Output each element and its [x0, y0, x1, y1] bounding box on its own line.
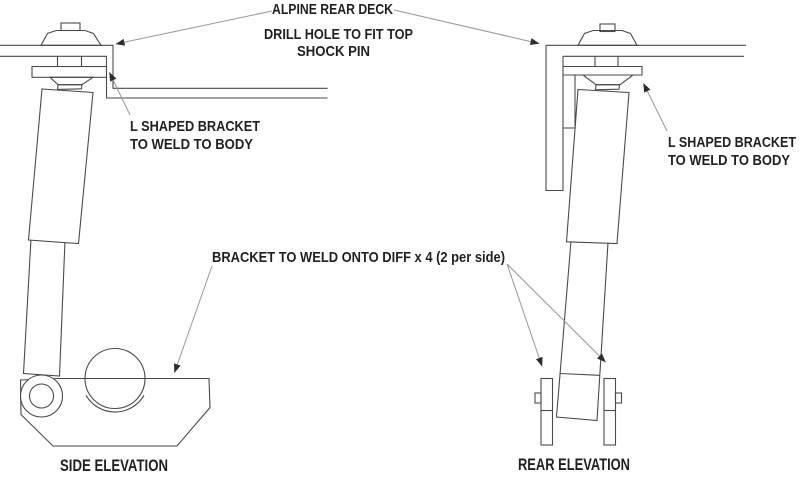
leader-l-bracket-right — [643, 83, 668, 132]
top-shock-pin — [60, 22, 81, 32]
leader-l-bracket-left — [109, 72, 131, 116]
diff-tube-seat-arc — [85, 395, 145, 413]
annotations: ALPINE REAR DECK DRILL HOLE TO FIT TOP S… — [109, 1, 796, 373]
leader-deck-left — [115, 10, 273, 46]
top-mount-bushing — [40, 29, 103, 46]
washer-stack — [594, 56, 619, 67]
diff-bracket-plate-left — [540, 377, 554, 446]
l-bracket-vertical-plate — [545, 45, 564, 192]
rear-elevation-title: REAR ELEVATION — [518, 455, 630, 474]
mount-flange-plate — [31, 65, 108, 78]
shock-rod — [22, 238, 66, 377]
diff-bracket-plate-right — [603, 377, 617, 446]
rear-elevation-view: REAR ELEVATION — [518, 23, 746, 474]
top-shock-pin — [599, 23, 616, 33]
shock-lower-tube — [555, 240, 609, 422]
label-l-bracket-right-line1: L SHAPED BRACKET — [668, 134, 796, 151]
diff-tube-circle — [84, 347, 146, 410]
l-bracket-gusset — [563, 75, 576, 129]
lower-bushing — [581, 74, 635, 86]
leader-diff-bracket-rear-right — [506, 263, 606, 363]
label-l-bracket-left-line1: L SHAPED BRACKET — [130, 118, 260, 135]
side-elevation-title: SIDE ELEVATION — [60, 456, 168, 475]
leader-deck-right — [393, 9, 540, 45]
leader-diff-bracket-side — [174, 265, 213, 373]
label-l-bracket-right-line2: TO WELD TO BODY — [668, 152, 790, 169]
label-diff-bracket: BRACKET TO WELD ONTO DIFF x 4 (2 per sid… — [212, 249, 505, 266]
l-bracket-horizontal-plate — [563, 65, 643, 76]
shock-body — [27, 88, 94, 245]
bushing-neck — [56, 84, 83, 90]
side-elevation-view: SIDE ELEVATION — [0, 22, 328, 475]
diff-bracket-pin-right — [614, 392, 623, 404]
shock-tube-divider-line — [559, 372, 600, 376]
diff-bracket-pin-left — [534, 392, 542, 404]
shock-eye-inner — [28, 383, 55, 409]
leader-diff-bracket-rear-left — [506, 263, 543, 367]
label-drill-hole-line2: SHOCK PIN — [297, 43, 370, 60]
bushing-neck — [594, 84, 621, 91]
lower-bushing — [48, 76, 95, 86]
washer-stack — [56, 56, 83, 67]
shock-body — [565, 88, 630, 245]
label-drill-hole-line1: DRILL HOLE TO FIT TOP — [264, 26, 413, 43]
label-l-bracket-left-line2: TO WELD TO BODY — [130, 136, 253, 153]
top-mount-bushing — [577, 29, 638, 46]
label-alpine-rear-deck: ALPINE REAR DECK — [272, 1, 393, 18]
